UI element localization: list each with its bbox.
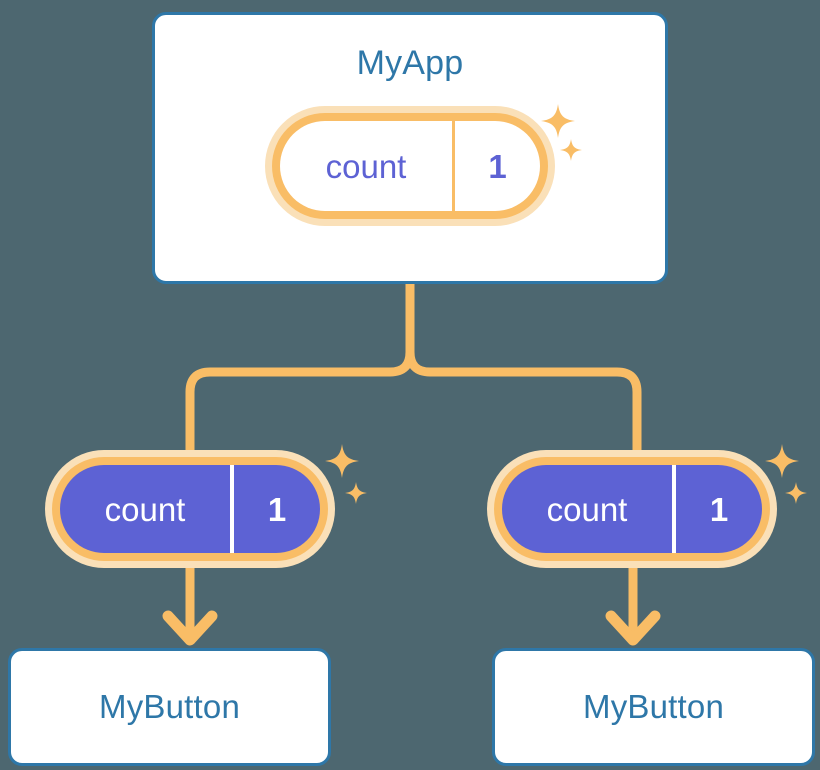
props-pill-value-right: 1 (672, 465, 762, 553)
sparkle-small-icon (560, 139, 582, 161)
props-pill-body-right: count 1 (502, 465, 762, 553)
state-pill-key: count (325, 147, 407, 185)
fork-connector-path-left (185, 347, 415, 457)
props-pill-glow-right: count 1 (487, 450, 777, 568)
state-pill-count[interactable]: count 1 (265, 106, 555, 226)
props-pill-value-left: 1 (230, 465, 320, 553)
arrow-head-right (605, 610, 661, 646)
page-title: MyApp (356, 44, 464, 82)
props-pill-glow-left: count 1 (45, 450, 335, 568)
state-pill-ring: count 1 (272, 113, 548, 219)
component-card-mybutton-right[interactable]: MyButton (492, 648, 815, 766)
state-pill-body: count 1 (280, 121, 540, 211)
props-pill-ring-right: count 1 (494, 457, 770, 561)
props-pill-count-left[interactable]: count 1 (45, 450, 335, 568)
sparkle-small-icon (785, 482, 807, 504)
fork-connector-path (405, 279, 642, 457)
component-title-mybutton-right: MyButton (583, 688, 724, 725)
props-pill-body-left: count 1 (60, 465, 320, 553)
state-pill-value: 1 (452, 121, 540, 211)
component-title-mybutton-left: MyButton (99, 688, 240, 725)
sparkle-large-icon (541, 104, 575, 138)
props-pill-ring-left: count 1 (52, 457, 328, 561)
sparkle-large-icon (325, 444, 359, 478)
component-card-myapp[interactable]: MyApp (152, 12, 668, 284)
component-card-mybutton-left[interactable]: MyButton (8, 648, 331, 766)
sparkle-small-icon (345, 482, 367, 504)
props-pill-count-right[interactable]: count 1 (487, 450, 777, 568)
props-pill-key-right: count (546, 490, 628, 528)
props-pill-key-left: count (104, 490, 186, 528)
arrow-head-left (162, 610, 218, 646)
state-pill-glow: count 1 (265, 106, 555, 226)
sparkle-large-icon (765, 444, 799, 478)
